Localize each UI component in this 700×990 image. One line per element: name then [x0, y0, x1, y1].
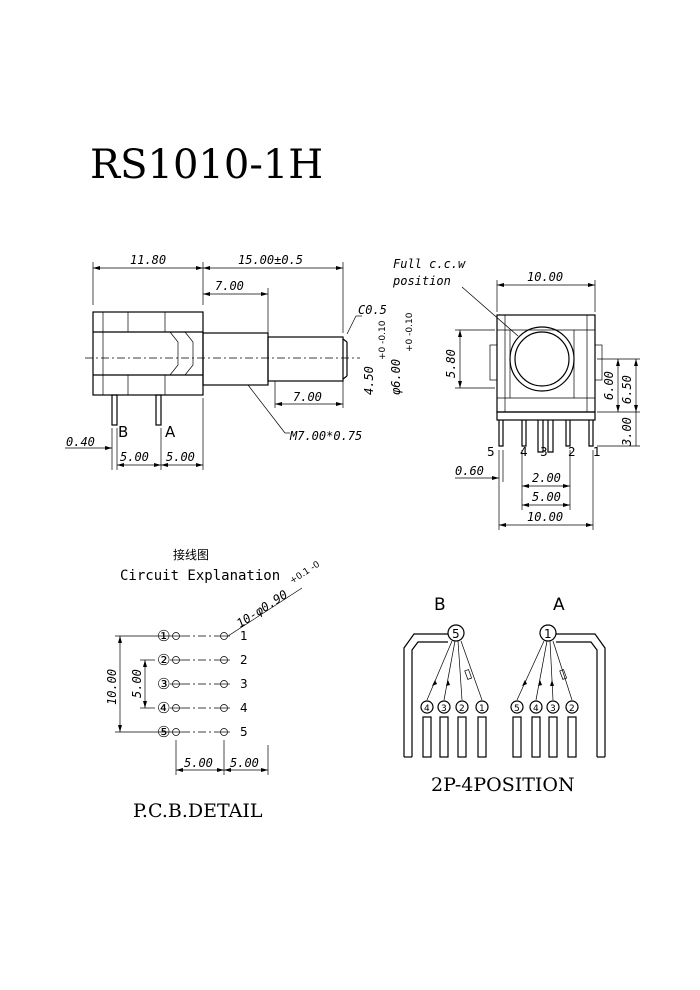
pcb-num-5: 5: [240, 725, 248, 739]
dim-c0-5: C0.5: [358, 303, 387, 317]
b-pin-2: 2: [459, 704, 465, 714]
pcb-dim-5-00-h-b: 5.00: [230, 756, 259, 770]
a-pin-2: 2: [569, 704, 575, 714]
circuit-title-cn: 接线图: [173, 547, 209, 562]
a-common-terminal: [539, 624, 557, 642]
dim-3-00: 3.00: [620, 417, 634, 447]
pcb-dim-5-00-h-a: 5.00: [184, 756, 213, 770]
pcb-num-2: 2: [240, 653, 248, 667]
pcb-num-4: 4: [240, 701, 248, 715]
dim-5-00-b: 5.00: [166, 450, 195, 464]
b-pin-4: 4: [424, 704, 430, 714]
pcb-caption: P.C.B.DETAIL: [133, 800, 263, 822]
pcb-num-3: 3: [240, 677, 248, 691]
front-pin-4: 4: [520, 445, 528, 459]
a-common-num: 1: [544, 627, 552, 641]
dim-0-40: 0.40: [66, 435, 95, 449]
hole-spec: 10-φ0.90: [234, 587, 290, 630]
pcb-circled-3: ③: [157, 675, 170, 693]
side-bushing: [202, 332, 269, 386]
pcb-dim-10-00: 10.00: [105, 669, 119, 705]
note-line2: position: [392, 274, 451, 288]
dim-4-50: 4.50: [362, 366, 376, 395]
dim-thread: M7.00*0.75: [289, 429, 362, 443]
dim-0-60: 0.60: [455, 464, 484, 478]
pcb-num-1: 1: [240, 629, 248, 643]
side-pin-label-b: B: [118, 423, 128, 441]
drawing-title: RS1010-1H: [90, 142, 323, 188]
b-common-num: 5: [452, 627, 460, 641]
dim-15-00: 15.00±0.5: [238, 253, 303, 267]
a-pin-4: 4: [533, 704, 539, 714]
dim-front-bot-10: 10.00: [527, 510, 563, 524]
side-pin-label-a: A: [165, 423, 176, 441]
b-common-terminal: [447, 624, 465, 642]
hole-tolerance: +0.1 -0: [288, 560, 322, 587]
dim-front-5-00: 5.00: [532, 490, 561, 504]
dim-7-00-bottom: 7.00: [293, 390, 322, 404]
pcb-holes: [170, 632, 230, 736]
a-pin-5: 5: [514, 704, 520, 714]
side-view: B A 11.80 15.00±0.5 7.00 C0.5 4.50 +0 -0…: [65, 253, 415, 470]
switch-diagram: B A 5 1 4 3: [403, 595, 606, 796]
dim-7-00-top: 7.00: [215, 279, 244, 293]
dim-5-80: 5.80: [444, 349, 458, 378]
dim-2-00: 2.00: [532, 471, 561, 485]
front-pin-1: 1: [593, 445, 601, 459]
a-pin-3: 3: [550, 704, 556, 714]
front-body: [496, 314, 596, 413]
circuit-title-en: Circuit Explanation: [120, 568, 280, 584]
pcb-circled-2: ②: [157, 651, 170, 669]
dim-front-6-00: 6.00: [602, 371, 616, 400]
note-line1: Full c.c.w: [393, 257, 466, 271]
shaft-inner-circle: [514, 331, 570, 387]
side-pin-b: [111, 394, 118, 426]
side-body: [92, 311, 204, 396]
side-pin-a: [155, 394, 162, 426]
front-pin-5: 5: [487, 445, 495, 459]
shaft-outer-circle: [509, 326, 575, 392]
dim-6-00: φ6.00: [389, 359, 403, 395]
pcb-detail: 接线图 Circuit Explanation 10-φ0.90 +0.1 -0…: [105, 547, 322, 822]
dim-11-80: 11.80: [130, 253, 166, 267]
front-view: Full c.c.w position 5 4 3 2 1: [392, 257, 640, 530]
side-shaft: [267, 336, 344, 382]
front-pin-2: 2: [568, 445, 576, 459]
dim-4-50-tol: +0 -0.10: [378, 320, 388, 360]
dim-6-00-tol: +0 -0.10: [405, 312, 415, 352]
switch-label-b: B: [434, 595, 446, 615]
b-pin-1: 1: [479, 704, 485, 714]
pcb-circled-4: ④: [157, 699, 170, 717]
switch-label-a: A: [553, 595, 565, 615]
dim-front-top-10: 10.00: [527, 270, 563, 284]
dim-5-00-a: 5.00: [120, 450, 149, 464]
front-pin-3: 3: [540, 445, 548, 459]
switch-caption: 2P-4POSITION: [431, 774, 575, 796]
pcb-dim-5-00-v: 5.00: [130, 669, 144, 698]
dim-6-50: 6.50: [620, 375, 634, 404]
b-pin-3: 3: [441, 704, 447, 714]
